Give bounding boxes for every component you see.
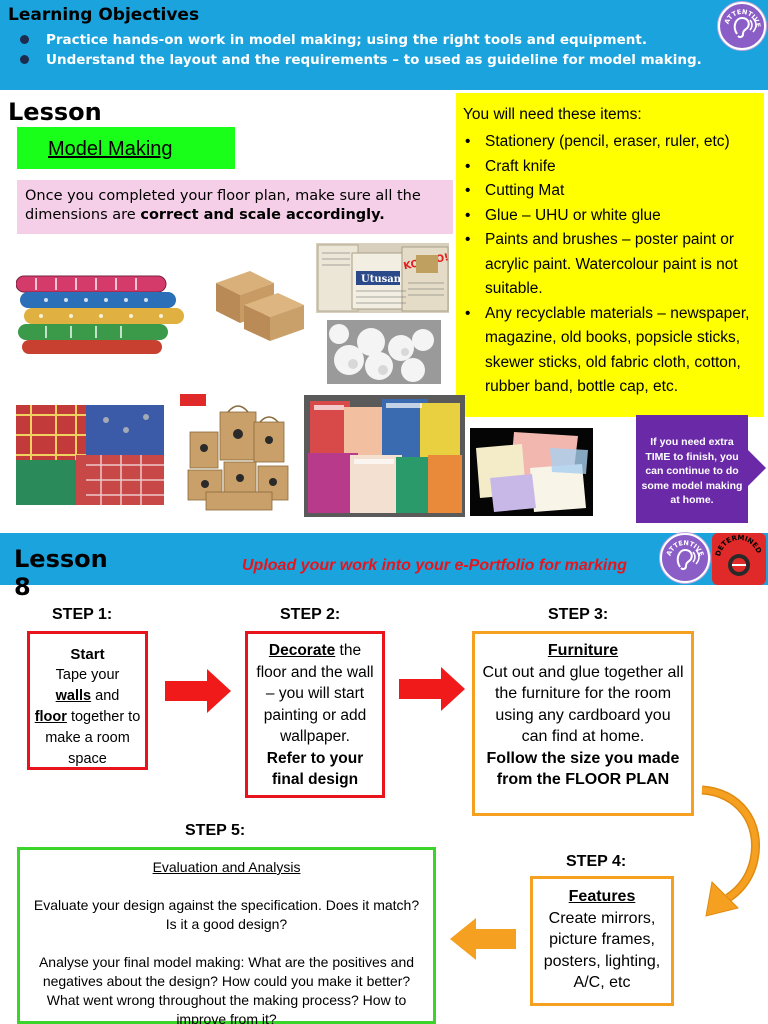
list-item: Cutting Mat bbox=[463, 179, 763, 204]
objectives-banner bbox=[0, 0, 768, 90]
right-arrow-icon bbox=[399, 667, 465, 711]
objectives-title: Learning Objectives bbox=[8, 5, 200, 25]
step4-body: Create mirrors, picture frames, posters,… bbox=[543, 909, 661, 992]
list-item: Paints and brushes – poster paint or acr… bbox=[463, 228, 763, 302]
note-text: Once you completed your floor plan, make… bbox=[25, 188, 421, 223]
step4-label: STEP 4: bbox=[566, 853, 627, 870]
right-arrow-icon bbox=[165, 669, 231, 713]
magazines-photo bbox=[304, 395, 465, 517]
lesson-heading: Lesson bbox=[8, 98, 102, 126]
newspaper-photo: Utusan KOSMO! bbox=[316, 243, 449, 313]
left-arrow-icon bbox=[450, 918, 516, 960]
callout-arrow-icon bbox=[748, 450, 766, 486]
topic-box bbox=[17, 127, 235, 169]
attentive-badge-icon: ATTENTIVE bbox=[660, 533, 710, 583]
items-list: Stationery (pencil, eraser, ruler, etc) … bbox=[463, 130, 763, 400]
step3-emphasis: Follow the size you made from the FLOOR … bbox=[486, 749, 680, 789]
colored-paper-photo bbox=[470, 428, 593, 516]
lesson8-heading: Lesson 8 bbox=[14, 545, 108, 601]
topic-title: Model Making bbox=[48, 138, 173, 160]
wrapping-paper-photo bbox=[16, 268, 186, 358]
step5-title: Evaluation and Analysis bbox=[152, 859, 301, 875]
step3-title: Furniture bbox=[547, 642, 619, 659]
note-box bbox=[17, 180, 453, 234]
step5-para1: Evaluate your design against the specifi… bbox=[33, 897, 420, 932]
svg-text:Utusan: Utusan bbox=[361, 274, 402, 285]
callout-text: If you need extra TIME to finish, you ca… bbox=[641, 436, 743, 506]
paper-bags-photo bbox=[178, 392, 300, 514]
upload-instruction: Upload your work into your e-Portfolio f… bbox=[242, 557, 627, 574]
cotton-balls-photo bbox=[327, 320, 441, 384]
step5-para2: Analyse your final model making: What ar… bbox=[38, 954, 415, 1024]
list-item: Glue – UHU or white glue bbox=[463, 204, 763, 229]
attentive-badge-icon: ATTENTIVE bbox=[718, 2, 766, 50]
step1-box: Start Tape your walls and floor together… bbox=[27, 631, 148, 770]
step2-emphasis: Refer to your final design bbox=[266, 749, 364, 789]
fabric-photo bbox=[16, 405, 164, 505]
step4-title: Features bbox=[568, 888, 636, 905]
items-title: You will need these items: bbox=[463, 106, 642, 123]
step4-box: Features Create mirrors, picture frames,… bbox=[530, 876, 674, 1006]
step1-label: STEP 1: bbox=[52, 606, 113, 623]
step3-body: Cut out and glue together all the furnit… bbox=[482, 663, 684, 746]
step3-box: Furniture Cut out and glue together all … bbox=[472, 631, 694, 816]
curved-arrow-icon bbox=[701, 785, 760, 917]
step3-label: STEP 3: bbox=[548, 606, 609, 623]
step2-body: the floor and the wall – you will start … bbox=[256, 642, 374, 745]
list-item: Stationery (pencil, eraser, ruler, etc) bbox=[463, 130, 763, 155]
determined-badge-icon: DETERMINED bbox=[712, 533, 766, 585]
step2-label: STEP 2: bbox=[280, 606, 341, 623]
bullet-icon bbox=[20, 55, 29, 64]
step5-box: Evaluation and Analysis Evaluate your de… bbox=[17, 847, 436, 1024]
list-item: Craft knife bbox=[463, 155, 763, 180]
step2-box: Decorate the floor and the wall – you wi… bbox=[245, 631, 385, 798]
cardboard-box-photo bbox=[208, 265, 308, 343]
lesson8-banner bbox=[0, 533, 768, 585]
bullet-icon bbox=[20, 35, 29, 44]
step1-body: Tape your walls and floor together to ma… bbox=[34, 667, 141, 767]
list-item: Any recyclable materials – newspaper, ma… bbox=[463, 302, 763, 400]
step5-label: STEP 5: bbox=[185, 822, 246, 839]
step2-title: Decorate bbox=[268, 642, 336, 659]
step1-title: Start bbox=[70, 646, 105, 663]
svg-text:DETERMINED: DETERMINED bbox=[714, 534, 763, 557]
extra-time-callout bbox=[636, 415, 748, 523]
